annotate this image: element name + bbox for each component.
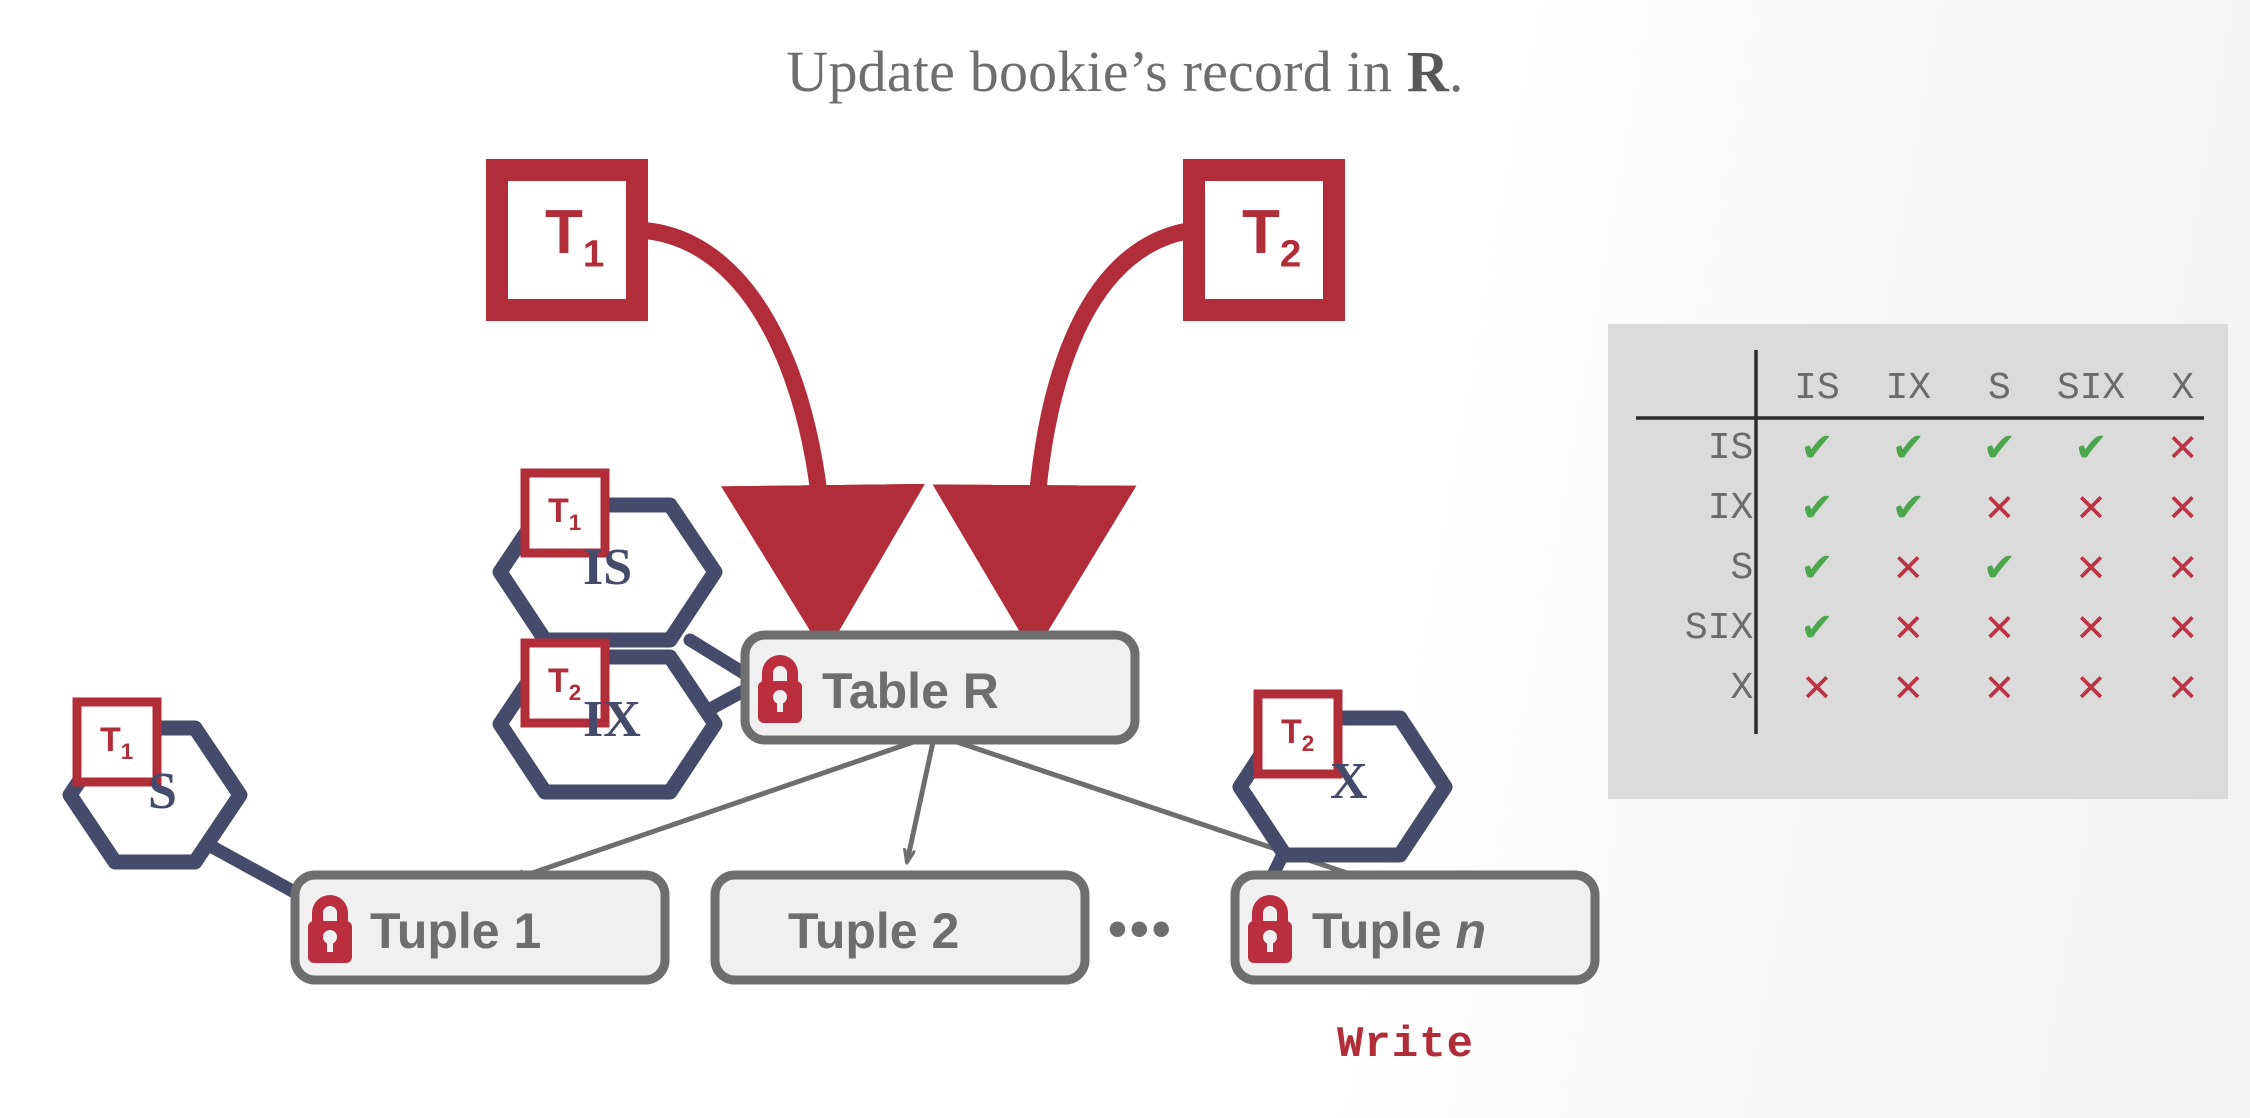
matrix-cell-X-IS: ✕: [1801, 666, 1833, 710]
matrix-cell-IS-S: ✔: [1982, 425, 2017, 471]
matrix-cell-IS-X: ✕: [2166, 426, 2199, 470]
txn-badge-x: [1253, 689, 1343, 779]
transaction-box-t1-shape[interactable]: [486, 159, 648, 321]
matrix-cell-S-S: ✔: [1982, 545, 2017, 591]
lock-compatibility-matrix: IS IX S SIX X IS✔✔✔✔✕IX✔✔✕✕✕S✔✕✔✕✕SIX✔✕✕…: [1608, 324, 2228, 799]
matrix-cell-S-X: ✕: [2166, 546, 2199, 590]
matrix-row-header-2: S: [1730, 546, 1754, 590]
matrix-row: SIX ✔ ✕ ✕ ✕ ✕: [1638, 598, 2228, 658]
matrix-cell-X-SIX: ✕: [2075, 666, 2107, 710]
matrix-cell-X-X: ✕: [2166, 666, 2199, 710]
tuple-ellipsis: •••: [1108, 899, 1174, 959]
title-suffix: .: [1448, 39, 1464, 104]
page-title: Update bookie’s record in R.: [0, 38, 2250, 105]
matrix-cell-S-SIX: ✕: [2075, 546, 2107, 590]
txn-badge-is-box: [520, 468, 610, 558]
matrix-row-header-1: IX: [1707, 486, 1754, 530]
matrix-cell-X-IX: ✕: [1892, 666, 1925, 710]
matrix-cell-IX-IS: ✔: [1800, 485, 1834, 531]
matrix-col-header-3: SIX: [2056, 367, 2126, 410]
node-tuple-1-shape[interactable]: [290, 870, 670, 985]
txn-badge-ix: [520, 638, 610, 728]
matrix-cell-X-S: ✕: [1983, 666, 2016, 710]
matrix-body: IS ✔ ✔ ✔ ✔ ✕ IX ✔ ✔ ✕ ✕ ✕ S ✔ ✕ ✔ ✕ ✕ SIX ✔ ✕ ✕ ✕ ✕ X ✕ ✕ ✕ ✕ ✕: [1638, 418, 2228, 718]
lock-icon-tuple-1: [308, 895, 352, 963]
matrix-cell-SIX-S: ✕: [1983, 606, 2016, 650]
txn-badge-s-box: [72, 697, 162, 787]
matrix-cell-SIX-SIX: ✕: [2075, 606, 2107, 650]
title-prefix: Update bookie’s record in: [786, 39, 1407, 104]
arrow-t2-to-table: [932, 221, 1196, 655]
matrix-row-header-3: SIX: [1684, 606, 1754, 650]
node-tuple-2-shape[interactable]: [710, 870, 1090, 985]
matrix-cell-IX-IX: ✔: [1891, 485, 1926, 531]
node-tuple-n[interactable]: [1230, 870, 1600, 985]
matrix-row: IX ✔ ✔ ✕ ✕ ✕: [1638, 478, 2228, 538]
edge-table-tuple2: [907, 741, 936, 862]
node-tuple-1[interactable]: [290, 870, 670, 985]
matrix-header-row: IS IX S SIX X: [1638, 350, 2228, 418]
matrix-row: X ✕ ✕ ✕ ✕ ✕: [1638, 658, 2228, 718]
transaction-box-t2-shape[interactable]: [1183, 159, 1345, 321]
txn-badge-is: [520, 468, 610, 558]
matrix-row-header-0: IS: [1707, 426, 1754, 470]
matrix-cell-SIX-IX: ✕: [1892, 606, 1925, 650]
matrix-row-header-4: X: [1730, 666, 1754, 710]
matrix-header: IS IX S SIX X: [1638, 350, 2228, 418]
lock-icon-tuple-n: [1248, 895, 1292, 963]
matrix-col-header-4: X: [2171, 367, 2195, 410]
matrix-cell-IX-SIX: ✕: [2075, 486, 2107, 530]
matrix-cell-IS-SIX: ✔: [2074, 425, 2108, 471]
arrow-t1-to-table: [636, 221, 925, 655]
matrix-cell-SIX-X: ✕: [2166, 606, 2199, 650]
matrix-col-header-2: S: [1987, 367, 2011, 410]
matrix-col-header-0: IS: [1794, 367, 1840, 410]
node-table-r[interactable]: [740, 630, 1140, 745]
lock-icon-table: [758, 655, 802, 723]
matrix-cell-IX-S: ✕: [1983, 486, 2016, 530]
matrix-cell-IS-IX: ✔: [1891, 425, 1926, 471]
matrix-row: S ✔ ✕ ✔ ✕ ✕: [1638, 538, 2228, 598]
matrix-cell-SIX-IS: ✔: [1800, 605, 1834, 651]
txn-badge-s: [72, 697, 162, 787]
matrix-cell-IX-X: ✕: [2166, 486, 2199, 530]
matrix-col-header-1: IX: [1885, 367, 1932, 410]
matrix-cell-IS-IS: ✔: [1800, 425, 1834, 471]
transaction-box-t1[interactable]: [486, 159, 648, 321]
node-tuple-2[interactable]: [710, 870, 1090, 985]
node-table-r-shape[interactable]: [740, 630, 1140, 745]
txn-badge-ix-box: [520, 638, 610, 728]
txn-badge-x-box: [1253, 689, 1343, 779]
title-emphasis: R: [1406, 39, 1449, 104]
edge-table-tuple1: [512, 735, 926, 880]
matrix-cell-S-IS: ✔: [1800, 545, 1834, 591]
transaction-box-t2[interactable]: [1183, 159, 1345, 321]
node-tuple-n-shape[interactable]: [1230, 870, 1600, 985]
compatibility-table: IS IX S SIX X IS✔✔✔✔✕IX✔✔✕✕✕S✔✕✔✕✕SIX✔✕✕…: [1638, 350, 2228, 718]
operation-label-write: Write: [1337, 1020, 1475, 1070]
matrix-corner-cell: [1638, 350, 1771, 418]
matrix-row: IS ✔ ✔ ✔ ✔ ✕: [1638, 418, 2228, 478]
matrix-cell-S-IX: ✕: [1892, 546, 1925, 590]
